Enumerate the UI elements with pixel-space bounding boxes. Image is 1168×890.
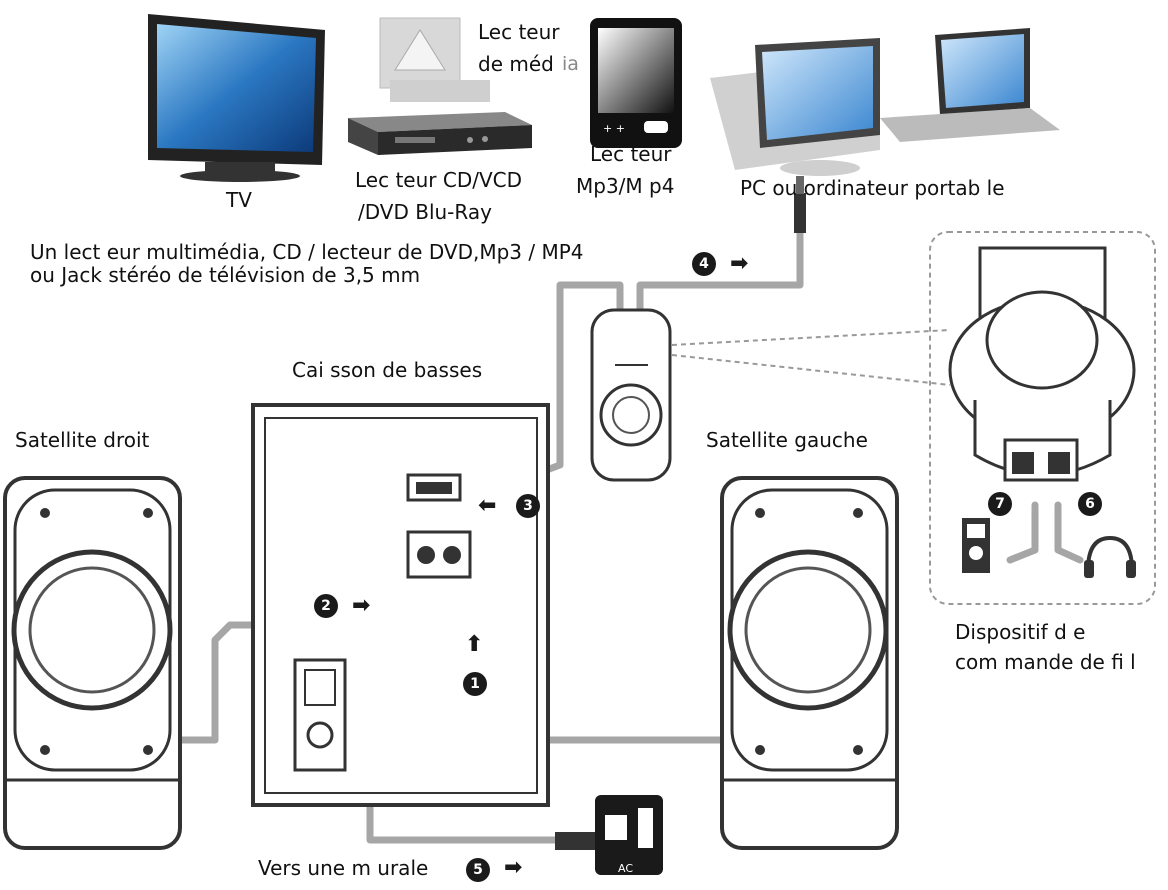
- svg-text:+ +: + +: [603, 122, 625, 135]
- media-player-icon: [379, 17, 490, 102]
- plug-label: AC: [618, 862, 633, 875]
- audio-cables: [91, 192, 1084, 844]
- satellite-right-icon: [3, 476, 182, 850]
- jack-plug-icon: [794, 176, 806, 233]
- dvd-player-icon: [348, 112, 532, 155]
- arrow-right-icon: ➡: [352, 593, 371, 618]
- label-mp3-1: Lec teur: [590, 142, 672, 166]
- label-controller-1: Dispositif d e: [955, 620, 1086, 644]
- arrow-right-icon: ➡: [504, 855, 523, 880]
- label-media-player-1: Lec teur: [478, 20, 560, 44]
- label-satellite-right: Satellite droit: [15, 428, 150, 452]
- source-note-line1: Un lect eur multimédia, CD / lecteur de …: [30, 240, 584, 264]
- label-pc: PC ou ordinateur portab le: [740, 176, 1005, 200]
- controller-zoom-icon: [948, 246, 1136, 578]
- subwoofer-icon: [251, 403, 550, 807]
- step-badge-7: 7: [988, 492, 1012, 516]
- callout-lines: [671, 231, 1156, 605]
- label-subwoofer: Cai sson de basses: [292, 358, 483, 382]
- step-badge-5: 5: [466, 858, 490, 882]
- label-cd-player-1: Lec teur CD/VCD: [355, 168, 523, 192]
- label-media-player-2-tail: ia: [562, 53, 579, 75]
- label-tv: TV: [226, 188, 252, 212]
- label-satellite-left: Satellite gauche: [706, 428, 868, 452]
- label-controller-2: com mande de fi l: [955, 650, 1136, 674]
- label-mp3-2: Mp3/M p4: [576, 174, 675, 198]
- tv-icon: [148, 14, 325, 182]
- arrow-up-icon: ⬆: [465, 632, 484, 657]
- power-adapter-icon: [555, 795, 663, 875]
- mp3-player-icon: + +: [590, 18, 682, 148]
- step-badge-6: 6: [1078, 492, 1102, 516]
- wired-controller-icon: [590, 308, 672, 482]
- step-badge-2: 2: [314, 594, 338, 618]
- satellite-left-icon: [720, 476, 899, 850]
- label-media-player-2: de méd: [478, 52, 554, 76]
- arrow-left-icon: ⬅: [478, 493, 497, 518]
- source-note-line2: ou Jack stéréo de télévision de 3,5 mm: [30, 263, 421, 287]
- step-badge-3: 3: [516, 494, 540, 518]
- arrow-right-icon: ➡: [730, 251, 749, 276]
- pc-laptop-icon: [710, 28, 1060, 176]
- step-badge-4: 4: [692, 252, 716, 276]
- label-wall-outlet: Vers une m urale: [258, 856, 429, 880]
- step-badge-1: 1: [463, 672, 487, 696]
- label-cd-player-2: /DVD Blu-Ray: [358, 200, 492, 224]
